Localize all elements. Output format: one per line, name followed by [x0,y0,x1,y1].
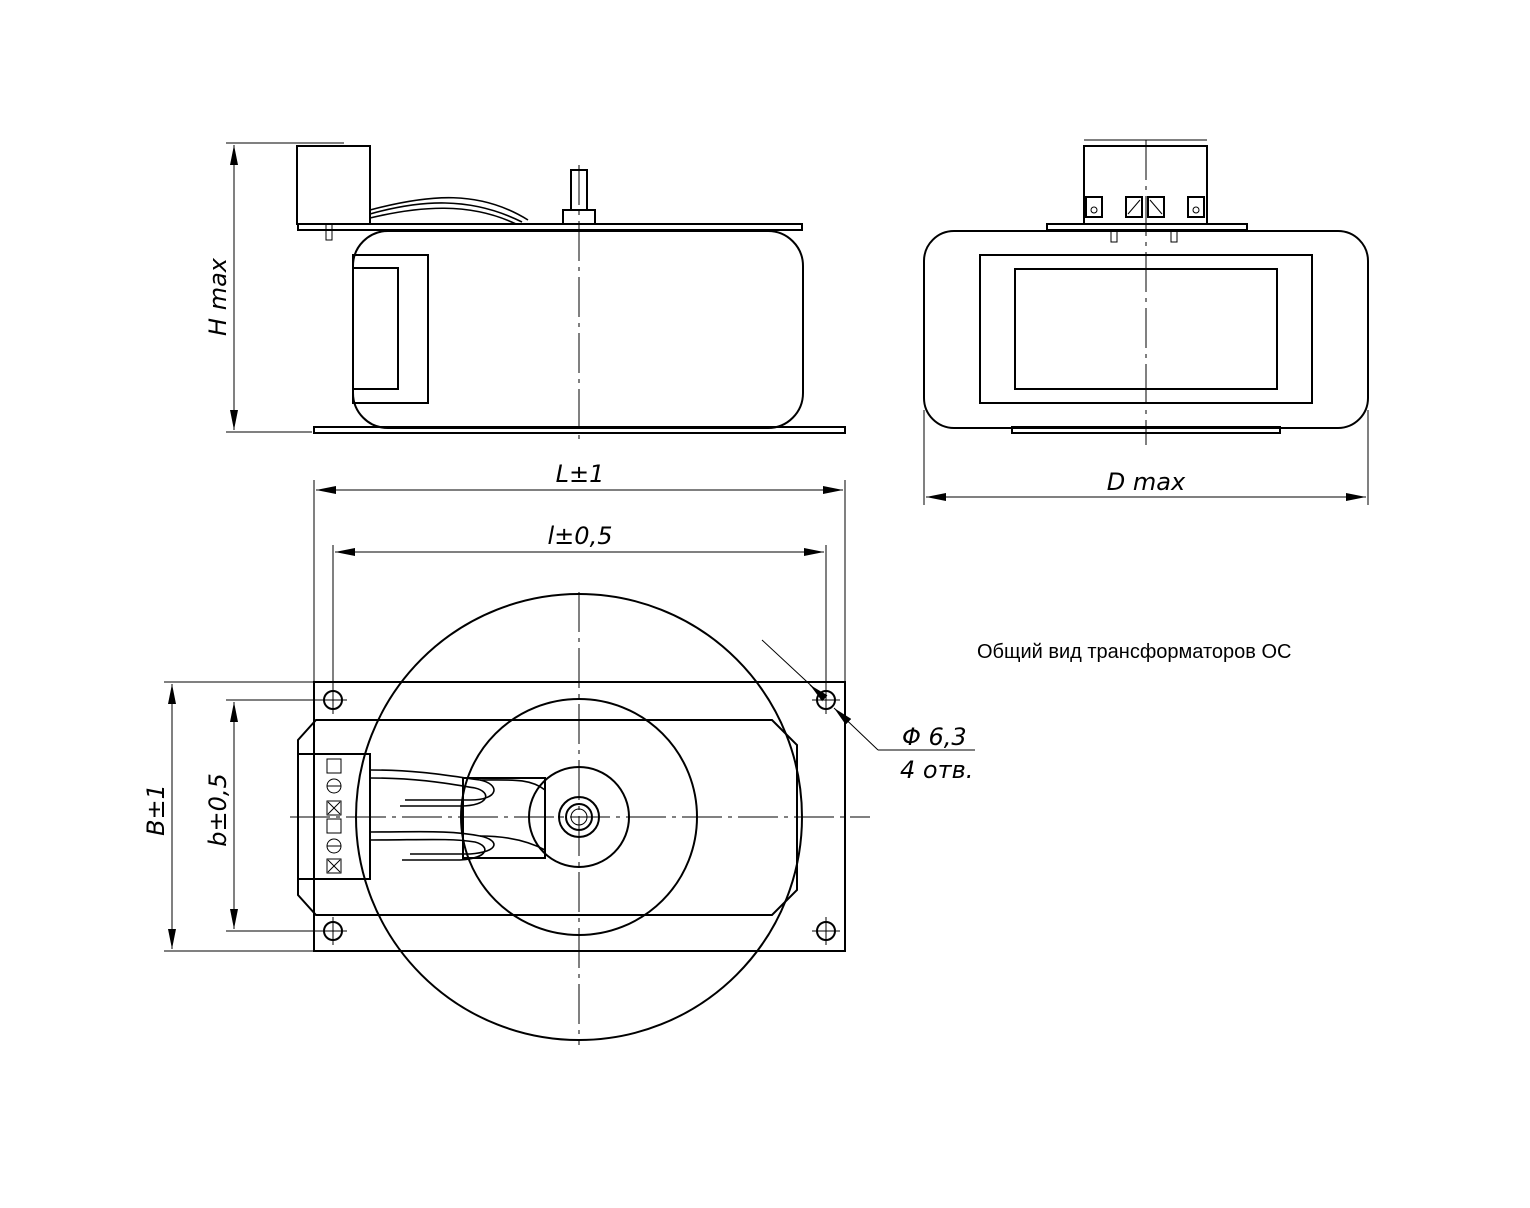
l-total-label: L±1 [556,460,605,488]
hole-diameter-label: Φ 6,3 [902,723,967,751]
hole-leader [809,684,828,702]
drawing-caption: Общий вид трансформаторов ОС [977,641,1291,663]
b-total-label: B±1 [142,784,170,836]
side-view [226,142,846,440]
l-mount-label: l±0,5 [548,522,613,550]
hole-count-label: 4 отв. [900,756,973,784]
top-view [164,480,975,1045]
d-max-label: D max [1107,468,1186,496]
b-mount-label: b±0,5 [204,773,232,847]
h-max-label: H max [204,257,232,336]
end-view [923,139,1369,505]
